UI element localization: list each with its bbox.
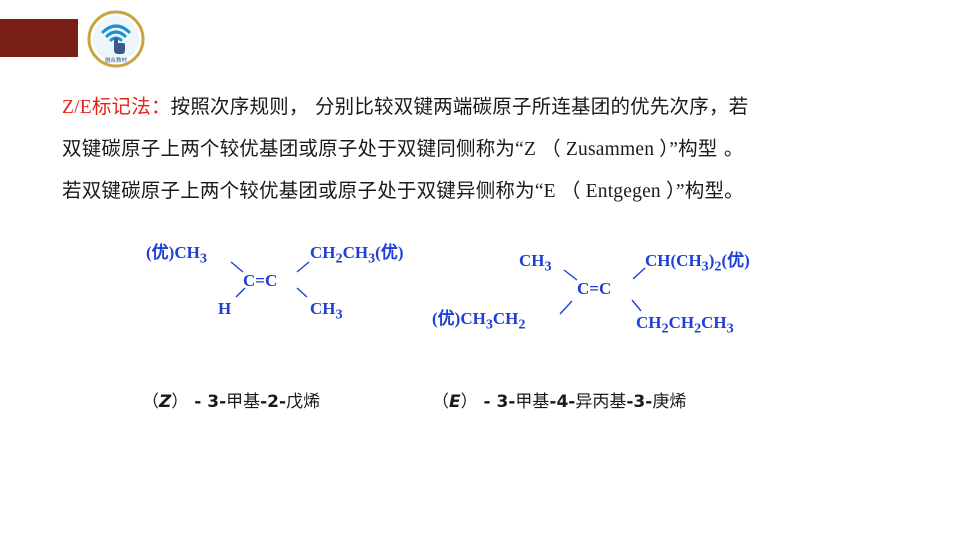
e-top-left-group: CH3 [519,251,552,275]
term-label: Z/E标记法： [62,97,171,118]
caption-z: （Z） - 3-甲基-2-戊烯 [142,392,321,412]
z-bond-top-right [296,261,310,273]
z-quote: “Z （ Zusammen ）” [515,139,679,160]
z-top-left-group: (优)CH3 [146,243,207,267]
paragraph-line-2: 双键碳原子上两个较优基团或原子处于双键同侧称为“Z （ Zusammen ）”构… [62,128,952,170]
z-bond-top-left [230,261,244,273]
e-bond-top-right [632,267,646,280]
e-bond-bottom-left [559,300,573,315]
caption-e: （E） - 3-甲基-4-异丙基-3-庚烯 [432,392,687,412]
line2-text-a: 双键碳原子上两个较优基团或原子处于双键同侧称为 [62,137,516,160]
z-double-bond: C=C [243,271,278,290]
z-bottom-left-group: H [218,299,232,318]
z-top-right-group: CH2CH3(优) [310,243,404,267]
logo-caption: 融合教材 [105,56,128,64]
logo: 融合教材 [87,10,145,68]
e-bottom-right-group: CH2CH2CH3 [636,313,734,337]
definition-paragraph: Z/E标记法：按照次序规则， 分别比较双键两端碳原子所连基团的优先次序，若 双键… [62,86,952,212]
e-top-right-group: CH(CH3)2(优) [645,251,750,275]
line3-text-b: 构型。 [684,179,744,202]
paragraph-line-1: Z/E标记法：按照次序规则， 分别比较双键两端碳原子所连基团的优先次序，若 [62,86,952,128]
line3-text-a: 若双键碳原子上两个较优基团或原子处于双键异侧称为 [62,179,535,202]
header-accent-bar [0,19,78,57]
z-bond-bottom-right [296,287,308,298]
e-double-bond: C=C [577,279,612,298]
e-quote: “E （ Entgegen ）” [534,181,685,202]
e-bond-top-left [563,269,578,281]
e-bond-bottom-right [631,299,642,312]
hand-touch-signal-icon: 融合教材 [87,10,145,68]
line2-text-b: 构型 。 [678,137,744,160]
e-bottom-left-group: (优)CH3CH2 [432,309,526,333]
line1-text: 按照次序规则， 分别比较双键两端碳原子所连基团的优先次序，若 [170,95,749,118]
z-bottom-right-group: CH3 [310,299,343,323]
paragraph-line-3: 若双键碳原子上两个较优基团或原子处于双键异侧称为“E （ Entgegen ）”… [62,170,952,212]
